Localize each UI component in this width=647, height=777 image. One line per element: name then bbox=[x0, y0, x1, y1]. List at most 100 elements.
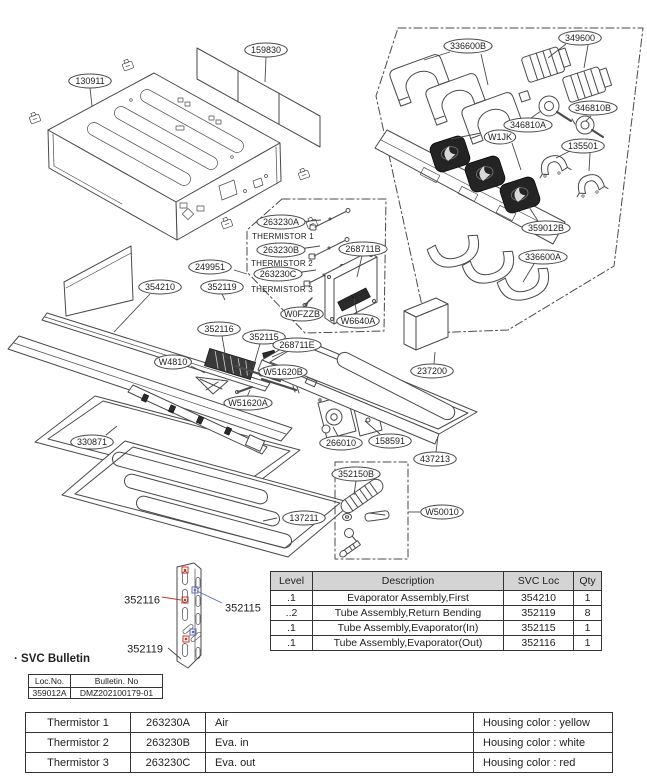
parts-table: Level Description SVC Loc Qty .1 Evapora… bbox=[270, 571, 602, 651]
callout-label: 266010 bbox=[326, 438, 356, 448]
table-row: Thermistor 1 263230A Air Housing color :… bbox=[25, 712, 613, 733]
table-row: Thermistor 2 263230B Eva. in Housing col… bbox=[25, 732, 613, 753]
callout-label: 437213 bbox=[420, 454, 450, 464]
cell-location: Air bbox=[205, 712, 474, 733]
callout-leader-line bbox=[555, 150, 571, 159]
callout-bubble bbox=[138, 279, 182, 295]
callout-bubble bbox=[282, 510, 326, 526]
callout-bubble bbox=[70, 434, 114, 450]
callout-label: 263230A bbox=[263, 217, 299, 227]
table-row: Thermistor 3 263230C Eva. out Housing co… bbox=[25, 752, 613, 773]
callout-label: 352116 bbox=[204, 324, 233, 334]
callout-leader-line bbox=[585, 115, 592, 122]
callout-leader-line bbox=[304, 302, 309, 308]
callout-leader-line bbox=[190, 365, 206, 374]
callout-label: 349600 bbox=[565, 33, 595, 43]
bracket-detail bbox=[176, 562, 202, 669]
callout-bubble bbox=[521, 220, 571, 236]
callout-bubble bbox=[483, 129, 517, 145]
col-header-qty: Qty bbox=[573, 571, 602, 591]
callout-label: 352150B bbox=[338, 469, 374, 479]
cell-qty: 8 bbox=[573, 605, 602, 621]
callout-label: 352115 bbox=[249, 332, 278, 342]
callout-bubble bbox=[256, 242, 306, 258]
callout-label: W51620A bbox=[228, 398, 268, 408]
callout-leader-line bbox=[588, 152, 591, 172]
callout-leader-line bbox=[530, 110, 542, 119]
cell-part-number: 263230A bbox=[130, 712, 206, 733]
callout-bubble bbox=[197, 321, 241, 337]
callout-leader-line bbox=[262, 517, 278, 522]
callout-bubble bbox=[280, 306, 324, 322]
callout-bubble bbox=[331, 466, 381, 482]
callout-bubble bbox=[188, 259, 232, 275]
callout-leader-line bbox=[221, 293, 226, 301]
callout-label: 263230C bbox=[260, 269, 297, 279]
callout-bubble bbox=[253, 266, 303, 282]
cell-qty: 1 bbox=[573, 590, 602, 606]
pan-137211 bbox=[61, 440, 353, 558]
callout-bubble bbox=[518, 249, 568, 265]
screw-w0fzzb bbox=[302, 297, 313, 307]
callout-bubble bbox=[410, 363, 454, 379]
callout-bubble bbox=[244, 42, 288, 58]
callout-label: THERMISTOR 1 bbox=[252, 232, 314, 241]
callout-bubble bbox=[561, 138, 605, 154]
cell-qty: 1 bbox=[573, 635, 602, 651]
col-header-svc-loc: SVC Loc bbox=[503, 571, 574, 591]
cell-location: Eva. out bbox=[205, 752, 474, 773]
callout-label: W4810 bbox=[159, 357, 188, 367]
callout-label: 249951 bbox=[195, 262, 225, 272]
callout-leader-line bbox=[423, 51, 451, 61]
motor-346810A bbox=[518, 90, 576, 125]
svc-bulletin-table: Loc.No. Bulletin. No 359012A DMZ20210017… bbox=[28, 674, 163, 699]
callout-bubble bbox=[272, 337, 322, 353]
callout-leader-line bbox=[480, 53, 489, 86]
callout-label: 336600A bbox=[525, 252, 561, 262]
callout-label: 352119 bbox=[127, 644, 163, 656]
callout-label: 268711B bbox=[345, 244, 380, 254]
callout-leader-line bbox=[221, 335, 227, 360]
cell-thermistor-name: Thermistor 3 bbox=[25, 752, 131, 773]
table-row: ..2 Tube Assembly,Return Bending 352119 … bbox=[270, 605, 602, 621]
cell-description: Tube Assembly,Evaporator(In) bbox=[312, 620, 504, 636]
motor-346810B bbox=[575, 115, 604, 138]
callout-label: 263230B bbox=[263, 245, 299, 255]
callout-label: 135501 bbox=[568, 141, 598, 151]
cell-svc-loc: 352115 bbox=[503, 620, 574, 636]
col-header-level: Level bbox=[270, 571, 313, 591]
callout-leader-line bbox=[511, 142, 522, 171]
red-markers bbox=[181, 566, 190, 643]
cell-svc-loc: 352119 bbox=[503, 605, 574, 621]
callout-leader-line bbox=[433, 351, 436, 365]
callout-leader-line bbox=[233, 269, 248, 275]
callout-leader-line bbox=[356, 255, 363, 278]
cell-description: Tube Assembly,Return Bending bbox=[312, 605, 504, 621]
callout-label: 137211 bbox=[289, 513, 318, 523]
svc-bulletin-heading: · SVC Bulletin bbox=[14, 653, 91, 665]
accessory-box bbox=[334, 461, 409, 560]
callout-leader-line bbox=[353, 480, 357, 496]
callout-leader-line bbox=[196, 590, 223, 604]
cell-level: .1 bbox=[270, 590, 313, 606]
callout-bubble bbox=[68, 73, 112, 89]
callout-bubble bbox=[420, 504, 464, 520]
cell-level: .1 bbox=[270, 635, 313, 651]
cell-svc-loc: 354210 bbox=[503, 590, 574, 606]
cell-thermistor-name: Thermistor 1 bbox=[25, 712, 131, 733]
callout-leader-line bbox=[583, 44, 589, 69]
callout-leader-line bbox=[450, 132, 482, 140]
callout-leader-line bbox=[264, 56, 267, 83]
callout-label: 159830 bbox=[251, 45, 281, 55]
cell-bulletin-no: DMZ202100179-01 bbox=[70, 687, 163, 699]
callout-label: W6640A bbox=[341, 316, 376, 326]
callout-bubble bbox=[368, 433, 412, 449]
col-header-loc-no: Loc.No. bbox=[28, 674, 71, 688]
callout-leader-line bbox=[113, 293, 151, 333]
table-row: .1 Evaporator Assembly,First 354210 1 bbox=[270, 590, 602, 606]
callout-label: 346810B bbox=[575, 103, 611, 113]
callout-label: 158591 bbox=[375, 436, 405, 446]
cell-housing-color: Housing color : red bbox=[473, 752, 613, 773]
callout-leader-line bbox=[364, 420, 381, 435]
